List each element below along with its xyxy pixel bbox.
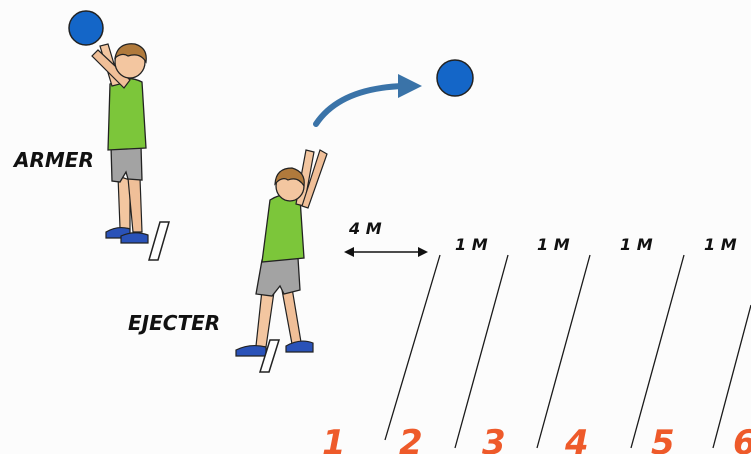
armer-player xyxy=(69,11,148,243)
start-marker-armer xyxy=(149,222,169,260)
ball-held-icon xyxy=(69,11,103,45)
interval-label: 1 M xyxy=(537,235,570,254)
interval-label: 1 M xyxy=(620,235,653,254)
curved-arrow-icon xyxy=(316,86,404,124)
zone-number: 6 xyxy=(733,423,751,454)
zone-line xyxy=(537,255,590,448)
zone-number: 1 xyxy=(322,423,346,454)
zone-number: 5 xyxy=(651,423,675,454)
ejecter-label: EJECTER xyxy=(128,311,220,335)
interval-label: 1 M xyxy=(455,235,488,254)
zone-line xyxy=(455,255,508,448)
zone-number: 3 xyxy=(482,423,506,454)
curved-arrow-head xyxy=(398,74,422,98)
armer-label: ARMER xyxy=(12,148,94,172)
distance-4m-label: 4 M xyxy=(348,219,382,238)
double-arrow-icon xyxy=(344,247,428,257)
interval-label: 1 M xyxy=(704,235,737,254)
ejecter-player xyxy=(236,150,327,356)
zone-number: 4 xyxy=(564,423,589,454)
zone-line xyxy=(631,255,684,448)
medicine-ball-icon xyxy=(437,60,473,96)
zone-line xyxy=(385,255,440,440)
zone-number: 2 xyxy=(399,423,423,454)
